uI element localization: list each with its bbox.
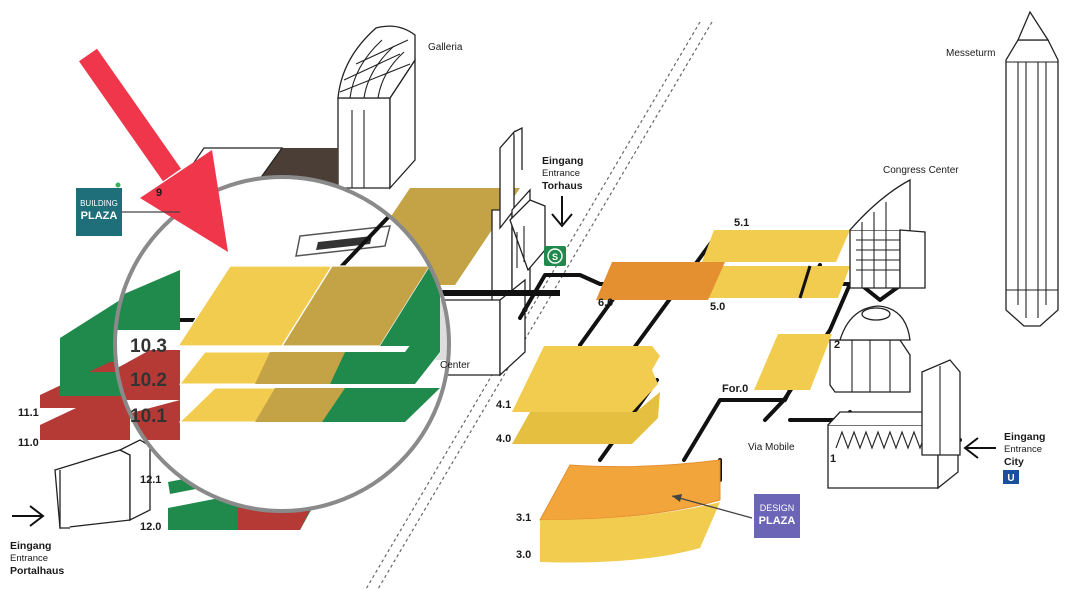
svg-text:Eingang: Eingang: [542, 155, 583, 167]
hall-12-0-label: 12.0: [140, 521, 161, 533]
hall-5-1-label: 5.1: [734, 217, 749, 229]
svg-text:Entrance: Entrance: [1004, 444, 1042, 455]
galleria-label: Galleria: [428, 42, 463, 53]
building-plaza-badge[interactable]: BUILDING PLAZA: [76, 182, 122, 237]
svg-text:U: U: [1007, 473, 1014, 484]
design-plaza-pointer: [671, 495, 753, 519]
hall-3-0-floor[interactable]: [540, 502, 720, 563]
zoom-inset[interactable]: 10.3 10.2 10.1: [100, 175, 470, 513]
messeturm-tower[interactable]: [1005, 10, 1059, 327]
hall-5-0-label: 5.0: [710, 301, 725, 313]
highlight-arrow-icon: [78, 48, 228, 252]
city-entrance-arrow-icon: [963, 437, 996, 459]
hall-6-0-label: 6.0: [598, 297, 613, 309]
hall-11-0-label: 11.0: [18, 437, 39, 449]
congress-center-building[interactable]: [849, 178, 926, 289]
hall-2-building[interactable]: [829, 305, 911, 393]
u-bahn-station-icon[interactable]: U: [1003, 470, 1019, 484]
svg-text:Portalhaus: Portalhaus: [10, 565, 64, 577]
design-plaza-badge[interactable]: DESIGN PLAZA: [754, 494, 800, 538]
s-bahn-station-icon[interactable]: S: [544, 246, 566, 266]
hall-9-label: 9: [156, 187, 162, 199]
portalhaus-entrance-arrow-icon: [12, 505, 45, 527]
hall-4-1-label: 4.1: [496, 399, 511, 411]
torhaus-entrance-arrow-icon: [551, 196, 573, 228]
via-mobile-label: Via Mobile: [748, 442, 795, 453]
zoom-level-10-2: 10.2: [130, 370, 167, 391]
portalhaus-entrance-label: Eingang Entrance Portalhaus: [10, 540, 64, 577]
portalhaus-building[interactable]: [54, 439, 151, 529]
svg-text:S: S: [552, 252, 558, 262]
hall-1-building[interactable]: [827, 359, 961, 490]
forum-0-label: For.0: [722, 383, 748, 395]
svg-text:Eingang: Eingang: [10, 540, 51, 552]
hall-1-label: 1: [830, 453, 836, 465]
torhaus-entrance-label: Eingang Entrance Torhaus: [542, 155, 583, 192]
hall-12-1-label: 12.1: [140, 474, 161, 486]
svg-text:Torhaus: Torhaus: [542, 180, 583, 192]
galleria-building[interactable]: [337, 25, 416, 190]
forum-0-floor[interactable]: [754, 334, 832, 390]
hall-3-0-label: 3.0: [516, 549, 531, 561]
hall-3-1-floor[interactable]: [539, 459, 721, 521]
torhaus-building[interactable]: [491, 126, 546, 307]
hall-11-1-label: 11.1: [18, 407, 39, 419]
hall-3-1-label: 3.1: [516, 512, 531, 524]
center-label: Center: [440, 360, 471, 371]
zoom-level-10-3: 10.3: [130, 336, 167, 357]
hall-4-1-floor[interactable]: [512, 346, 660, 412]
hall-4-0-floor[interactable]: [512, 392, 660, 444]
rail-line: [365, 21, 713, 589]
svg-text:DESIGN: DESIGN: [760, 503, 795, 513]
hall-2-label: 2: [834, 339, 840, 351]
hall-4-small-label: 4: [522, 303, 528, 315]
svg-text:Entrance: Entrance: [10, 553, 48, 564]
hall-5-1-floor[interactable]: [702, 230, 850, 262]
svg-text:Entrance: Entrance: [542, 168, 580, 179]
svg-text:Eingang: Eingang: [1004, 431, 1045, 443]
city-entrance-label: Eingang Entrance City: [1004, 431, 1045, 468]
hall-4-0-label: 4.0: [496, 433, 511, 445]
svg-text:PLAZA: PLAZA: [81, 210, 118, 222]
svg-text:BUILDING: BUILDING: [80, 199, 118, 208]
hall-5-0-floor[interactable]: [708, 266, 850, 298]
svg-text:PLAZA: PLAZA: [759, 515, 796, 527]
svg-text:City: City: [1004, 456, 1024, 468]
messeturm-label: Messeturm: [946, 48, 995, 59]
zoom-level-10-1: 10.1: [130, 406, 167, 427]
hall-6-0-floor[interactable]: [596, 262, 725, 300]
congress-center-label: Congress Center: [883, 165, 959, 176]
